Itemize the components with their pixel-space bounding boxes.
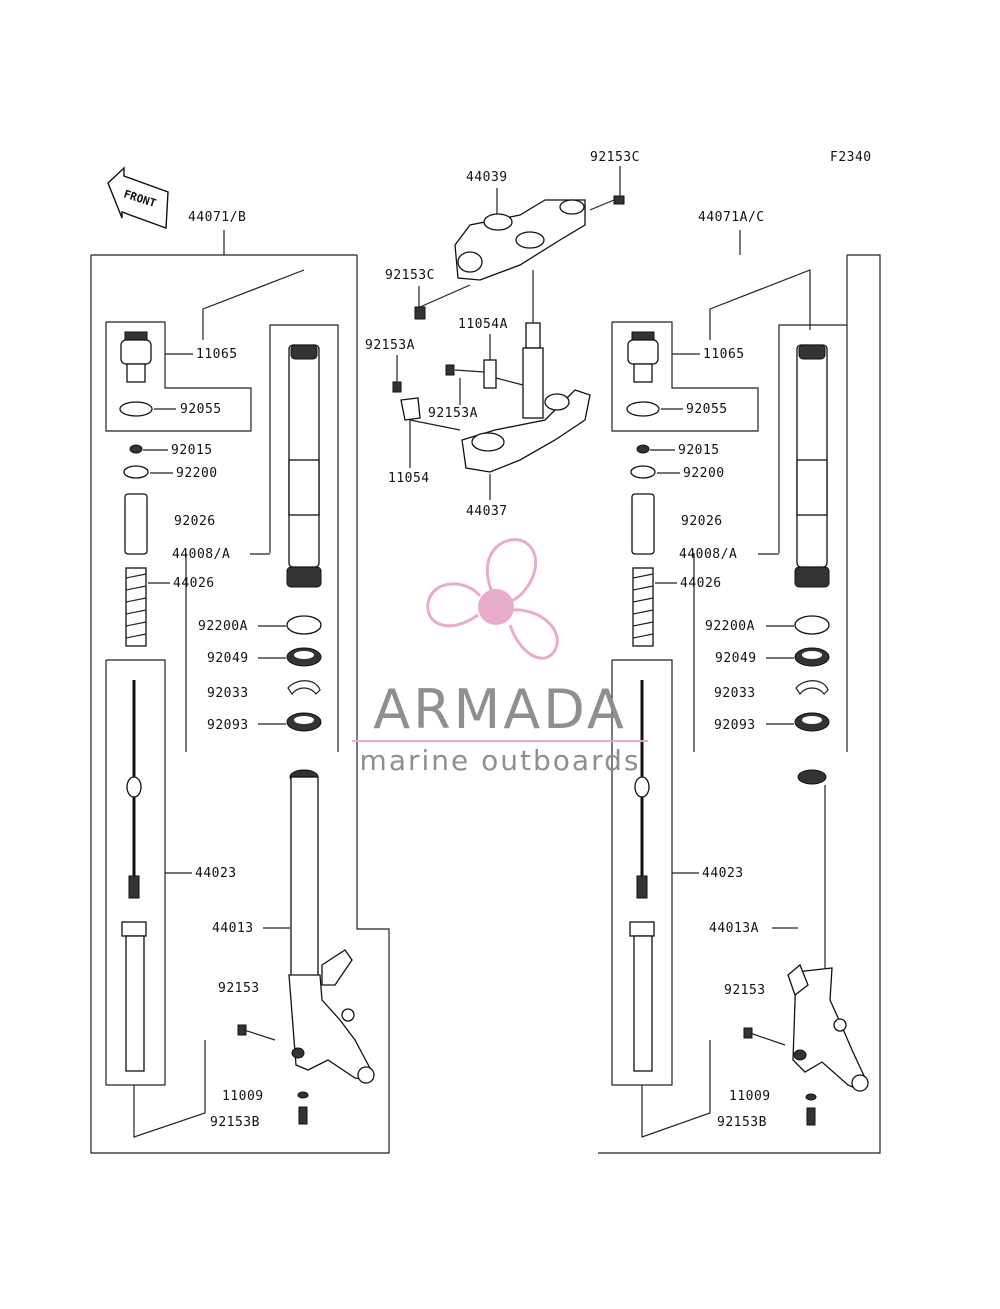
label-left-92200: 92200 [176,466,218,481]
armada-watermark: ARMADA marine outboards [352,538,648,777]
label-right-92026: 92026 [681,514,723,529]
label-center-44037: 44037 [466,504,508,519]
label-right-44008A: 44008/A [679,547,737,562]
label-left-92015: 92015 [171,443,213,458]
label-left-92055: 92055 [180,402,222,417]
label-center-11054: 11054 [388,471,430,486]
watermark-tagline: marine outboards [360,744,641,777]
left-assembly-title: 44071/B [188,210,246,225]
left-spring [125,567,147,647]
steering-stem-assembly: 92153C 44039 92153C 11054A 92153A 92153A… [365,150,640,519]
label-left-11009: 11009 [222,1089,264,1104]
label-right-92049: 92049 [715,651,757,666]
label-center-92153A: 92153A [428,406,478,421]
label-left-44023: 44023 [195,866,237,881]
label-right-92153: 92153 [724,983,766,998]
label-left-44008A: 44008/A [172,547,230,562]
label-right-11065: 11065 [703,347,745,362]
label-right-92200: 92200 [683,466,725,481]
label-center-44039: 44039 [466,170,508,185]
label-center-92153C: 92153C [385,268,435,283]
label-right-92055: 92055 [686,402,728,417]
label-right-92015: 92015 [678,443,720,458]
label-right-92153B: 92153B [717,1115,767,1130]
label-left-92049: 92049 [207,651,249,666]
label-right-44023: 44023 [702,866,744,881]
figure-code: F2340 [830,150,872,165]
label-left-92200A: 92200A [198,619,248,634]
label-left-92026: 92026 [174,514,216,529]
label-center-92153C-top: 92153C [590,150,640,165]
label-left-92033: 92033 [207,686,249,701]
right-spring [632,567,654,647]
label-left-44013: 44013 [212,921,254,936]
watermark-brand: ARMADA [373,678,627,741]
label-right-92033: 92033 [714,686,756,701]
left-fork-assembly: 44071/B [90,210,390,1154]
front-arrow-icon: FRONT [107,166,169,229]
label-right-92093: 92093 [714,718,756,733]
label-right-11009: 11009 [729,1089,771,1104]
label-center-11054A: 11054A [458,317,508,332]
label-right-44026: 44026 [680,576,722,591]
right-assembly-title: 44071A/C [698,210,765,225]
right-fork-assembly: 44071A/C [598,210,881,1154]
label-left-92153B: 92153B [210,1115,260,1130]
propeller-logo-icon [426,538,559,660]
label-left-92153: 92153 [218,981,260,996]
label-left-44026: 44026 [173,576,215,591]
label-right-44013A: 44013A [709,921,759,936]
label-left-11065: 11065 [196,347,238,362]
label-left-92093: 92093 [207,718,249,733]
label-right-92200A: 92200A [705,619,755,634]
label-center-92153A-left: 92153A [365,338,415,353]
